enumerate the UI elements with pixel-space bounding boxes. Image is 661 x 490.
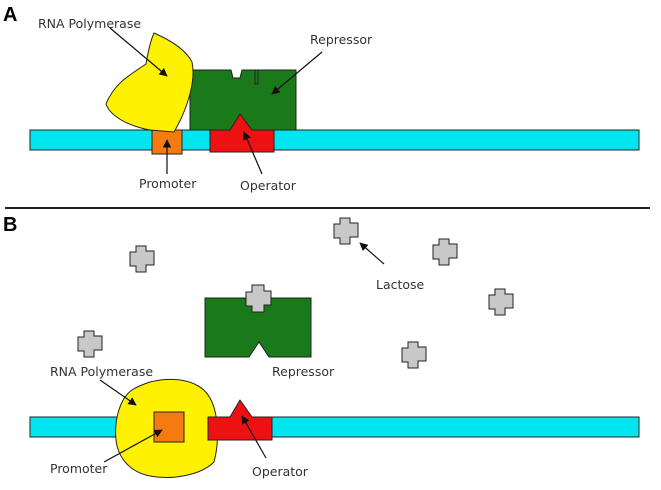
promoter-b-label: Promoter: [50, 461, 108, 476]
repressor-a-label: Repressor: [310, 32, 373, 47]
promoter-b-arrow: [103, 429, 163, 463]
promoter-a-label: Promoter: [139, 176, 197, 191]
operator-a-label: Operator: [240, 178, 297, 193]
lactose-label: Lactose: [376, 277, 425, 292]
panel-a-label: A: [3, 4, 17, 26]
promoter-b: [153, 411, 185, 443]
lactose-arrow: [359, 242, 385, 265]
lactose-bound-repressor: [245, 284, 272, 313]
operator-a-arrow: [243, 131, 263, 175]
rna-polymerase-a-label: RNA Polymerase: [38, 16, 141, 31]
panel-a: A RNA Polymerase Repressor Promoter Oper…: [3, 4, 640, 193]
lactose-molecule: [401, 341, 427, 369]
panel-b-label: B: [3, 214, 17, 236]
repressor-b-label: Repressor: [272, 364, 335, 379]
operator-a: [209, 113, 275, 153]
repressor-b: [204, 297, 312, 358]
rna-polymerase-a: [105, 32, 194, 133]
repressor-block-a: [189, 69, 297, 131]
operator-b-label: Operator: [252, 464, 309, 479]
rna-polymerase-b-label: RNA Polymerase: [50, 364, 153, 379]
rna-polymerase-a-arrow: [109, 27, 168, 77]
dna-strand-a: [29, 129, 640, 151]
lactose-molecules: [77, 217, 514, 369]
repressor-a-arrow: [271, 51, 323, 95]
lactose-molecule: [333, 217, 359, 245]
lactose-molecule: [488, 288, 514, 316]
lactose-molecule: [432, 238, 458, 266]
lactose-molecule: [129, 245, 155, 273]
lactose-molecule: [77, 330, 103, 358]
operator-b: [207, 399, 273, 441]
rna-polymerase-b-arrow: [99, 379, 137, 406]
panel-b: B Lactose RNA Polymerase Rep: [3, 214, 640, 479]
operator-b-arrow: [241, 415, 267, 459]
